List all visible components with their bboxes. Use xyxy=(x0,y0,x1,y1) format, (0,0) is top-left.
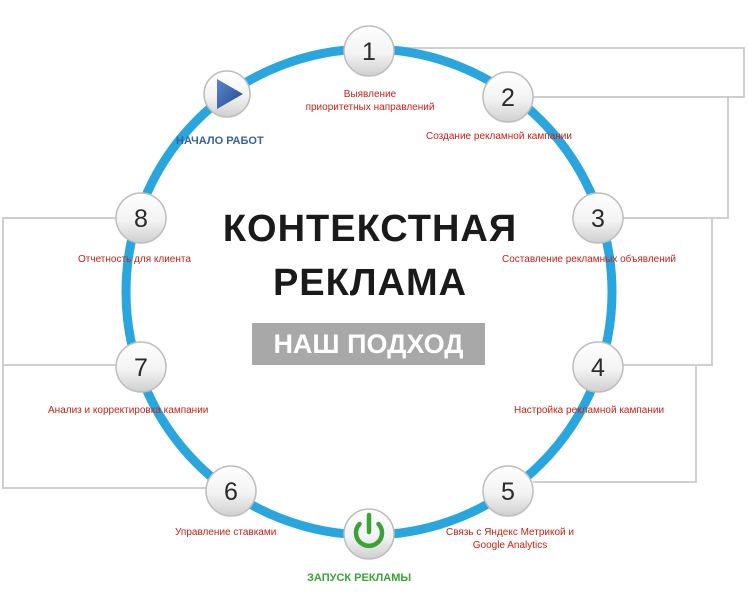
step-label-2: Создание рекламной кампании xyxy=(426,131,572,142)
step-number-2: 2 xyxy=(501,84,515,112)
launch-label: ЗАПУСК РЕКЛАМЫ xyxy=(307,572,412,584)
step-label-1: Выявление приоритетных направлений xyxy=(280,88,460,114)
step-label-3: Составление рекламных объявлений xyxy=(502,254,676,265)
step-number-8: 8 xyxy=(134,205,148,233)
launch-node[interactable] xyxy=(343,508,395,560)
step-label-1-line1: Выявление xyxy=(343,89,397,100)
power-icon xyxy=(353,512,385,549)
step-node-3[interactable]: 3 xyxy=(572,192,624,244)
step-label-5: Связь с Яндекс Метрикой и Google Analyti… xyxy=(430,526,590,552)
step-label-5-line1: Связь с Яндекс Метрикой и xyxy=(446,527,574,538)
connector-right-2 xyxy=(533,96,729,219)
step-number-7: 7 xyxy=(134,354,148,382)
step-node-7[interactable]: 7 xyxy=(115,341,167,393)
step-label-1-line2: приоритетных направлений xyxy=(305,102,435,113)
connector-right-3 xyxy=(622,217,713,366)
connector-left-1 xyxy=(2,217,117,366)
step-node-1[interactable]: 1 xyxy=(343,25,395,77)
start-label: НАЧАЛО РАБОТ xyxy=(176,135,264,147)
step-label-8: Отчетность для клиента xyxy=(78,254,191,265)
step-node-4[interactable]: 4 xyxy=(572,341,624,393)
title-line-1: КОНТЕКСТНАЯ xyxy=(222,208,518,250)
step-number-3: 3 xyxy=(591,205,605,233)
step-number-5: 5 xyxy=(501,478,515,506)
play-icon xyxy=(217,79,243,109)
step-number-4: 4 xyxy=(591,354,605,382)
step-node-6[interactable]: 6 xyxy=(205,465,257,517)
title-line-2: РЕКЛАМА xyxy=(272,262,468,304)
step-node-5[interactable]: 5 xyxy=(482,465,534,517)
approach-badge: НАШ ПОДХОД xyxy=(252,323,485,365)
connector-left-2 xyxy=(2,364,210,489)
step-number-6: 6 xyxy=(224,478,238,506)
step-label-4: Настройка рекламной кампании xyxy=(514,405,665,416)
step-node-2[interactable]: 2 xyxy=(482,71,534,123)
step-label-6: Управление ставками xyxy=(175,527,277,538)
start-node[interactable] xyxy=(203,70,251,118)
connector-right-4 xyxy=(533,364,697,483)
step-label-7: Анализ и корректировка кампании xyxy=(48,405,209,416)
step-number-1: 1 xyxy=(362,38,376,66)
step-node-8[interactable]: 8 xyxy=(115,192,167,244)
connector-lines xyxy=(2,47,745,489)
step-label-5-line2: Google Analytics xyxy=(472,540,548,551)
